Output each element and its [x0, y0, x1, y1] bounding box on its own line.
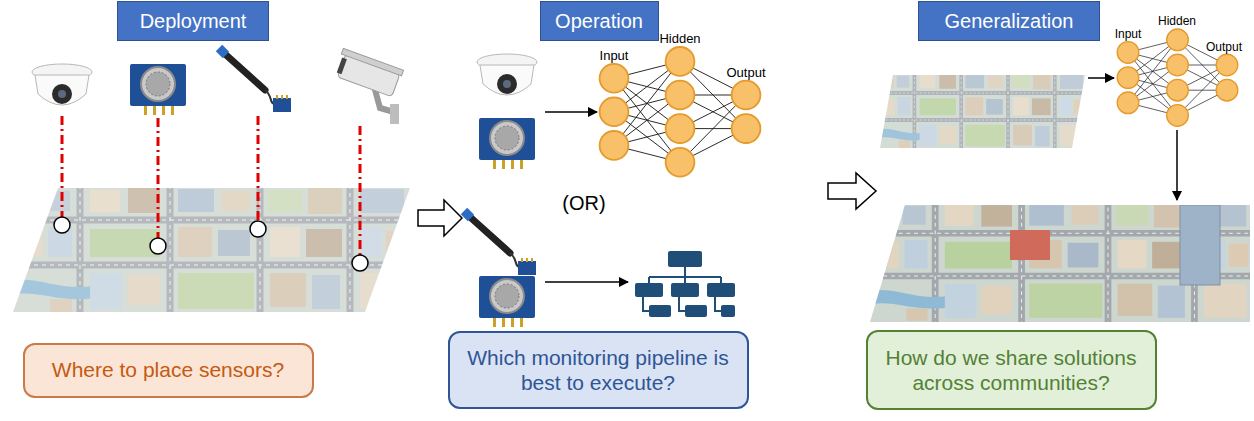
source-city: [878, 72, 1086, 150]
header-text: Operation: [555, 10, 643, 33]
stage-header: Deployment: [117, 1, 269, 41]
sensor-location: [250, 221, 266, 237]
cctv-camera: [333, 48, 403, 124]
layer-label: Hidden: [659, 31, 700, 46]
flow-arrow: [1088, 77, 1114, 79]
flow-arrow: [545, 111, 597, 113]
placement-line: [359, 126, 362, 255]
question-text: Which monitoring pipeline is best to exe…: [460, 345, 737, 395]
target-city: [1180, 205, 1220, 285]
gas-sensor: [130, 64, 186, 115]
dome-camera: [32, 64, 92, 105]
deployment-city: [10, 185, 410, 315]
gas-sensor: [479, 118, 535, 169]
decision-tree: [635, 251, 735, 317]
deployment-city: [10, 185, 410, 315]
ph-probe: [464, 211, 536, 275]
question-text: Where to place sensors?: [52, 357, 284, 382]
placement-line: [61, 116, 64, 217]
question-box: How do we share solutions across communi…: [866, 330, 1157, 410]
or-label: (OR): [562, 192, 605, 215]
placement-line: [257, 116, 260, 221]
layer-label: Input: [600, 48, 629, 63]
sensor-location: [150, 238, 166, 254]
stage-arrow: [418, 200, 462, 236]
question-box: Which monitoring pipeline is best to exe…: [448, 331, 749, 409]
layer-label: Output: [1206, 40, 1242, 54]
stage-header: Generalization: [918, 1, 1100, 41]
placement-line: [62, 116, 360, 255]
source-city: [878, 72, 1086, 150]
target-city: [1010, 230, 1050, 260]
sensor-location: [54, 217, 368, 271]
flow-arrow: [1176, 130, 1178, 200]
placement-line: [157, 118, 160, 238]
question-box: Where to place sensors?: [23, 343, 314, 398]
dome-camera: [477, 54, 537, 95]
header-text: Deployment: [140, 10, 247, 33]
sensor-location: [352, 255, 368, 271]
ph-probe: [219, 48, 291, 112]
target-city: [868, 200, 1252, 324]
layer-label: Output: [726, 65, 765, 80]
sensor-location: [54, 217, 70, 233]
target-city: [868, 200, 1252, 324]
layer-label: Hidden: [1158, 14, 1196, 28]
stage-arrow: [828, 173, 876, 209]
header-text: Generalization: [945, 10, 1074, 33]
question-text: How do we share solutions across communi…: [878, 345, 1145, 395]
layer-label: Input: [1115, 27, 1142, 41]
gas-sensor: [479, 276, 535, 327]
flow-arrow: [545, 281, 628, 283]
stage-header: Operation: [540, 1, 659, 41]
